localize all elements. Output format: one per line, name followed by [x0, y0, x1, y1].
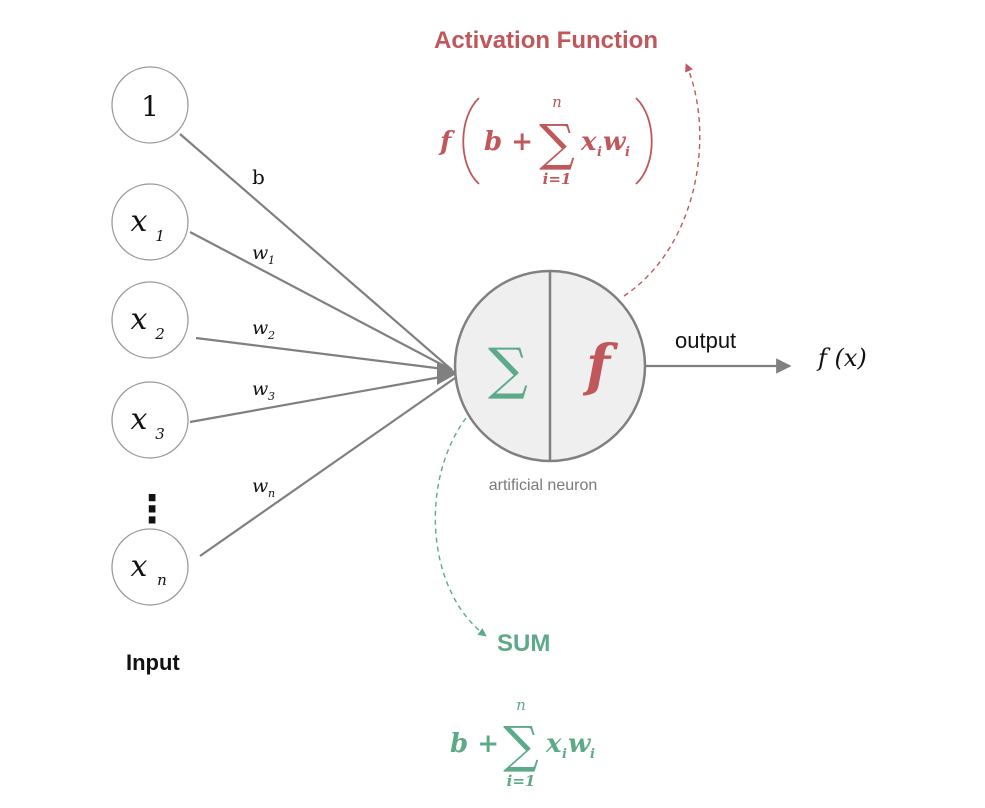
output-value: f (x)	[816, 344, 867, 372]
weight-label-w1: w	[252, 242, 268, 264]
weight-label-bias: b	[252, 165, 265, 189]
sum-formula-w-sub: i	[590, 747, 595, 762]
activation-title: Activation Function	[434, 27, 658, 54]
weight-sub-w3: 3	[268, 390, 275, 403]
input-nodes	[111, 66, 189, 606]
sum-title: SUM	[497, 630, 550, 657]
neuron-input-arrowhead	[437, 362, 458, 385]
activation-formula-x-sub: i	[597, 145, 602, 160]
weight-label-w3: w	[252, 378, 268, 400]
input-node-x2	[111, 281, 189, 359]
input-node-xn	[111, 528, 189, 606]
connection-line-bias	[179, 133, 453, 371]
activation-formula-right-paren	[635, 97, 653, 185]
activation-formula-lower: i=1	[543, 170, 572, 188]
activation-formula-b-plus: b +	[484, 127, 533, 157]
weight-sub-w2: 2	[267, 329, 275, 342]
sum-formula-sigma: ∑	[503, 716, 539, 774]
activation-formula-left-paren	[462, 97, 480, 185]
connection-line-x1	[189, 231, 453, 371]
input-node-bias	[111, 66, 189, 144]
input-node-x1	[111, 183, 189, 261]
activation-formula-w-sub: i	[625, 145, 630, 160]
input-title: Input	[126, 650, 180, 675]
input-connections	[179, 133, 456, 557]
input-ellipsis: ⋮	[133, 489, 171, 531]
input-label-bias: 1	[141, 90, 159, 123]
activation-formula-f: f	[438, 127, 455, 157]
input-node-x3	[111, 381, 189, 459]
sum-formula-w: w	[568, 729, 592, 759]
activation-formula-upper: n	[552, 93, 562, 111]
sum-formula-b-plus: b +	[450, 729, 499, 759]
weight-label-wn: w	[252, 475, 268, 497]
activation-dashed-arrow	[623, 63, 701, 297]
weight-label-w2: w	[252, 317, 268, 339]
neuron-sum-symbol: ∑	[488, 337, 528, 402]
weight-sub-w1: 1	[268, 254, 275, 267]
sum-formula-upper: n	[516, 696, 526, 714]
sum-formula-x: x	[545, 729, 562, 759]
input-sub-xn: n	[157, 571, 167, 589]
input-label-x1: x	[131, 204, 148, 239]
sum-formula: b + n ∑ i=1 x i w i	[450, 696, 595, 790]
sum-dashed-arrow	[434, 417, 487, 637]
input-label-xn: x	[131, 549, 148, 584]
input-sub-x1: 1	[155, 227, 165, 245]
input-label-x3: x	[131, 402, 148, 437]
input-sub-x3: 3	[155, 425, 165, 443]
sum-formula-x-sub: i	[562, 747, 567, 762]
output-label: output	[675, 328, 736, 353]
connection-line-x2	[195, 336, 453, 372]
connection-line-xn	[199, 377, 456, 557]
input-sub-x2: 2	[154, 325, 165, 343]
input-label-x2: x	[131, 302, 148, 337]
activation-formula: f b + n ∑ i=1 x i w i	[438, 93, 653, 188]
sum-formula-lower: i=1	[507, 772, 536, 790]
activation-formula-sigma: ∑	[539, 114, 575, 172]
weight-sub-wn: n	[268, 487, 275, 500]
artificial-neuron: ∑ f	[453, 269, 647, 463]
neuron-caption: artificial neuron	[489, 477, 598, 494]
activation-formula-x: x	[580, 127, 597, 157]
activation-formula-w: w	[603, 127, 627, 157]
connection-line-x3	[189, 373, 453, 424]
